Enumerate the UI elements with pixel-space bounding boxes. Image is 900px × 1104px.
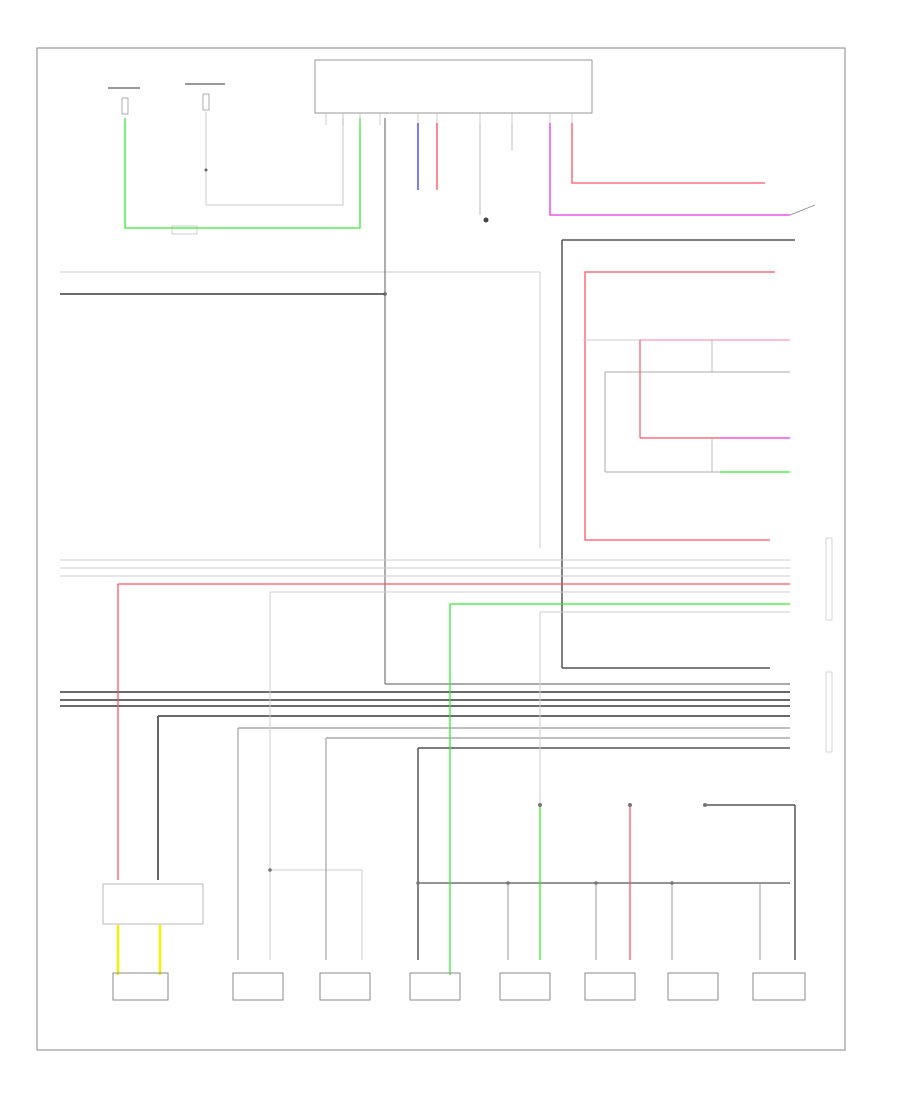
component-6: [584, 972, 636, 1001]
fuse-2: [202, 93, 210, 111]
left-buses: [60, 118, 540, 684]
relay-box: [102, 883, 204, 925]
fuse-1: [121, 97, 129, 115]
component-8: [752, 972, 806, 1001]
combination-meter-box: [314, 59, 593, 114]
bottom-components: [112, 972, 806, 1001]
ground-point: [483, 217, 489, 223]
component-2: [232, 972, 284, 1001]
diagram-frame: [36, 47, 846, 1051]
vertical-drops: [116, 584, 796, 975]
component-3: [319, 972, 371, 1001]
wire-magenta-illum: [549, 123, 790, 216]
lower-bundle: [60, 671, 833, 753]
right-switch-cluster: [561, 239, 795, 669]
splice-dot: [204, 168, 208, 172]
wire-red-loop: [584, 271, 775, 541]
wire-red-illum: [571, 123, 765, 184]
component-7: [667, 972, 719, 1001]
combination-meter: [314, 59, 816, 223]
component-5: [499, 972, 551, 1001]
middle-bundle: [60, 272, 833, 621]
component-1: [112, 972, 169, 1001]
component-4: [409, 972, 461, 1001]
wire-gray-ign: [205, 112, 344, 206]
power-supply-block: [108, 83, 361, 235]
wire-green-top: [124, 118, 361, 229]
ground-box: [171, 225, 198, 235]
